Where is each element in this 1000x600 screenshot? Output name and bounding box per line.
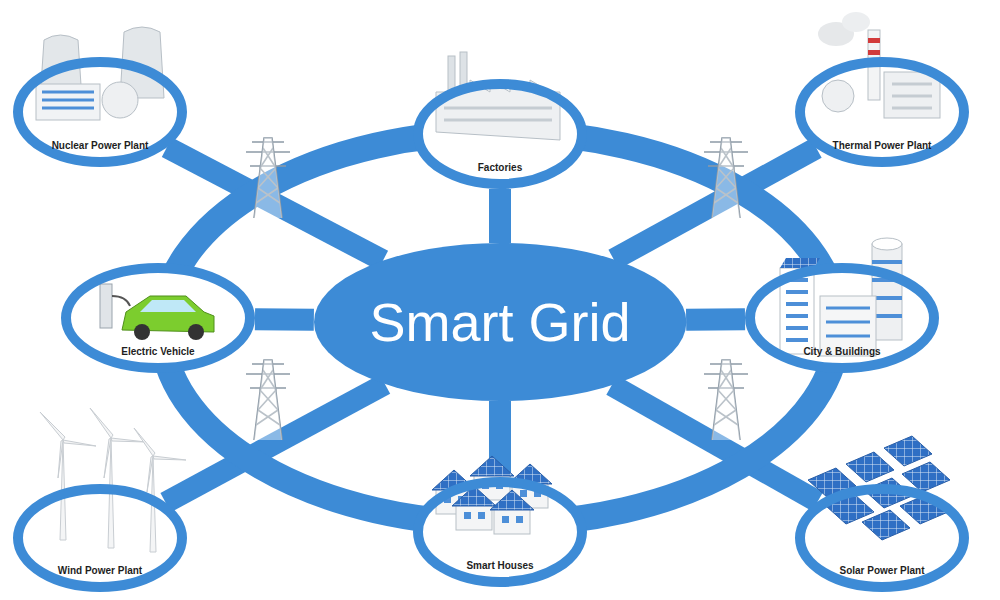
grid-link <box>255 308 314 331</box>
factories-node: Factories <box>413 79 587 189</box>
node-label: Electric Vehicle <box>121 346 194 357</box>
transmission-tower <box>704 360 748 440</box>
solar-node: Solar Power Plant <box>795 484 969 592</box>
transmission-tower <box>246 360 290 440</box>
node-label: Nuclear Power Plant <box>52 140 149 151</box>
houses-node: Smart Houses <box>413 477 587 587</box>
grid-link <box>686 308 745 331</box>
transmission-tower <box>246 138 290 218</box>
wind-turbines-illustration <box>40 408 186 552</box>
ev-node: Electric Vehicle <box>61 263 255 373</box>
grid-link <box>489 189 511 243</box>
node-label: Solar Power Plant <box>839 565 924 576</box>
node-grounds <box>18 62 964 588</box>
node-label: Smart Houses <box>466 560 533 571</box>
city-node: City & Buildings <box>745 263 939 373</box>
thermal-node: Thermal Power Plant <box>795 57 969 167</box>
node-label: Thermal Power Plant <box>833 140 932 151</box>
city-illustration <box>780 238 902 356</box>
hub-title: Smart Grid <box>369 291 630 353</box>
node-label: Factories <box>478 162 522 173</box>
grid-ring <box>162 132 838 524</box>
nuclear-node: Nuclear Power Plant <box>13 57 187 167</box>
node-label: City & Buildings <box>803 346 880 357</box>
node-label: Wind Power Plant <box>58 565 142 576</box>
electric-vehicle-illustration <box>100 284 214 340</box>
hub-ellipse: Smart Grid <box>314 243 686 401</box>
wind-node: Wind Power Plant <box>13 484 187 592</box>
transmission-tower <box>704 138 748 218</box>
